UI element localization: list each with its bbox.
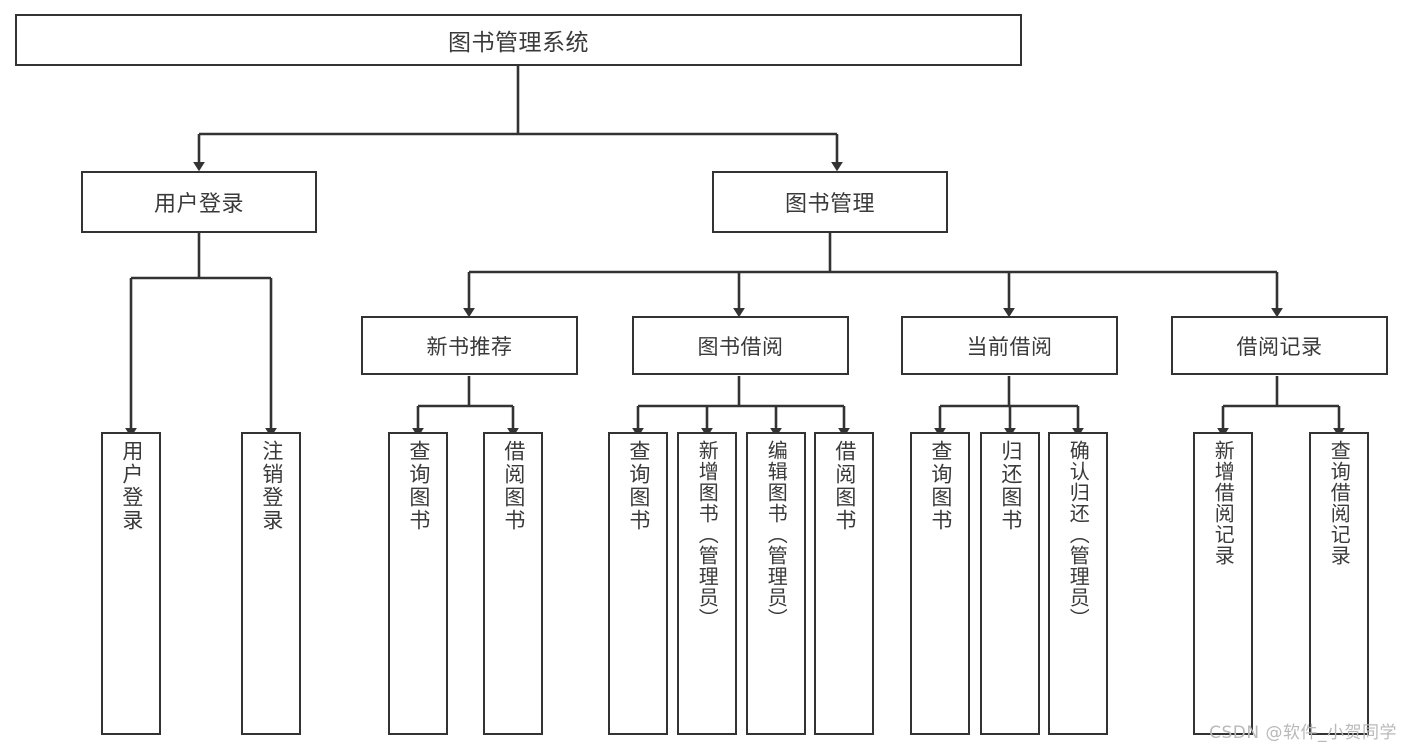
leaf-edit-book-admin[interactable]: 编辑图书（管理员） — [746, 432, 806, 735]
node-user-login[interactable]: 用户登录 — [81, 171, 317, 233]
node-label: 借阅记录 — [1236, 334, 1323, 359]
node-label: 图书管理系统 — [448, 30, 589, 56]
node-label: 查询图书 — [406, 440, 431, 532]
leaf-query-book-current[interactable]: 查询图书 — [910, 432, 970, 735]
node-label: 新书推荐 — [426, 334, 513, 359]
node-label: 图书管理 — [784, 192, 875, 217]
node-label: 新增借阅记录 — [1211, 440, 1236, 566]
leaf-user-login[interactable]: 用户登录 — [101, 432, 161, 735]
leaf-query-borrow-record[interactable]: 查询借阅记录 — [1309, 432, 1369, 735]
node-label: 用户登录 — [119, 440, 144, 532]
node-root-system[interactable]: 图书管理系统 — [15, 14, 1022, 66]
node-label: 编辑图书（管理员） — [764, 440, 789, 629]
node-label: 图书借阅 — [697, 334, 784, 359]
node-label: 借阅图书 — [832, 440, 857, 532]
leaf-user-logout[interactable]: 注销登录 — [241, 432, 301, 735]
leaf-borrow-book[interactable]: 借阅图书 — [814, 432, 874, 735]
node-new-book-recommend[interactable]: 新书推荐 — [361, 316, 578, 375]
csdn-watermark: CSDN @软件_小贺同学 — [1209, 723, 1397, 743]
leaf-return-book[interactable]: 归还图书 — [980, 432, 1040, 735]
node-label: 确认归还（管理员） — [1066, 440, 1091, 629]
leaf-confirm-return-admin[interactable]: 确认归还（管理员） — [1048, 432, 1108, 735]
leaf-add-borrow-record[interactable]: 新增借阅记录 — [1193, 432, 1253, 735]
node-label: 查询借阅记录 — [1327, 440, 1352, 566]
node-label: 新增图书（管理员） — [695, 440, 720, 629]
node-label: 用户登录 — [153, 192, 244, 217]
leaf-add-book-admin[interactable]: 新增图书（管理员） — [677, 432, 737, 735]
node-label: 归还图书 — [998, 440, 1023, 532]
leaf-borrow-book-recommend[interactable]: 借阅图书 — [483, 432, 543, 735]
node-label: 当前借阅 — [966, 334, 1053, 359]
node-label: 查询图书 — [626, 440, 651, 532]
leaf-query-book-recommend[interactable]: 查询图书 — [388, 432, 448, 735]
leaf-query-book-borrow[interactable]: 查询图书 — [608, 432, 668, 735]
node-label: 借阅图书 — [501, 440, 526, 532]
node-current-borrow[interactable]: 当前借阅 — [901, 316, 1118, 375]
node-book-manage[interactable]: 图书管理 — [712, 171, 948, 233]
node-book-borrow[interactable]: 图书借阅 — [632, 316, 849, 375]
node-label: 注销登录 — [259, 440, 284, 532]
node-label: 查询图书 — [928, 440, 953, 532]
node-borrow-record[interactable]: 借阅记录 — [1171, 316, 1388, 375]
